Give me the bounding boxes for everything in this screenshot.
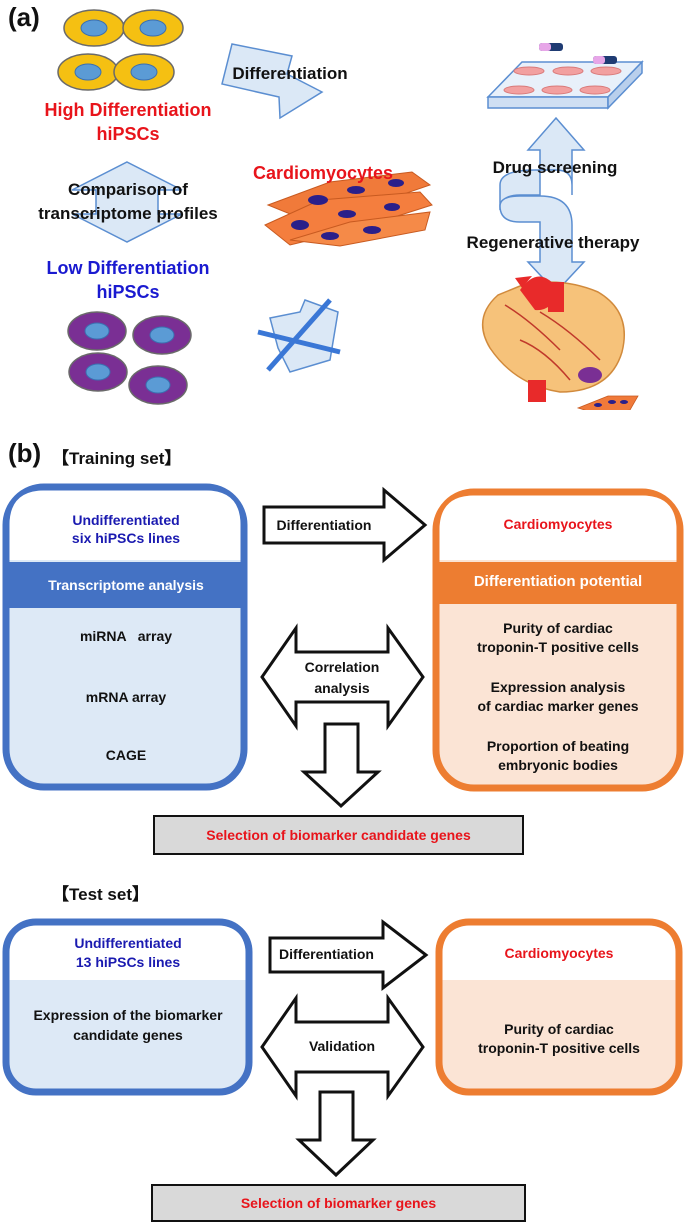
heart-illustration (481, 276, 639, 410)
test-down-arrow (295, 1090, 377, 1178)
training-right-item-2a: Expression analysis (490, 679, 626, 695)
high-diff-title-line2: hiPSCs (96, 124, 160, 144)
training-left-title-line2: six hiPSCs lines (71, 530, 181, 546)
training-right-item-3a: Proportion of beating (486, 738, 630, 754)
training-set-label: 【Training set】 (52, 449, 182, 468)
differentiation-potential-header: Differentiation potential (473, 573, 643, 590)
validation-label: Validation (308, 1038, 376, 1054)
test-left-body-line1: Expression of the biomarker (33, 1007, 223, 1023)
cardiomyocytes-illustration (264, 171, 433, 247)
training-left-item-2: mRNA array (85, 689, 167, 705)
comparison-label-line1: Comparison of (68, 180, 188, 199)
regenerative-therapy-label: Regenerative therapy (466, 233, 640, 252)
cardiomyocytes-label-a: Cardiomyocytes (252, 163, 394, 183)
training-left-item-3: CAGE (105, 747, 147, 763)
test-left-title-line1: Undifferentiated (74, 935, 182, 951)
high-diff-title-line1: High Differentiation (44, 100, 212, 120)
high-diff-cells (57, 9, 184, 91)
differentiation-label-a: Differentiation (232, 64, 348, 83)
transcriptome-header: Transcriptome analysis (48, 577, 204, 593)
test-left-title-line2: 13 hiPSCs lines (75, 954, 181, 970)
branch-arrow (499, 116, 586, 294)
test-selection-box: Selection of biomarker genes (151, 1184, 526, 1222)
training-right-item-3b: embryonic bodies (498, 757, 618, 773)
drug-plate-illustration (486, 43, 644, 110)
test-set-label: 【Test set】 (52, 885, 149, 904)
training-down-arrow (300, 722, 382, 809)
correlation-label-line1: Correlation (304, 659, 380, 675)
training-right-title: Cardiomyocytes (503, 516, 613, 532)
differentiation-arrow (221, 43, 324, 120)
test-right-title: Cardiomyocytes (504, 945, 614, 961)
blocked-arrow (257, 298, 341, 373)
low-diff-cells (67, 311, 192, 405)
low-diff-title-line1: Low Differentiation (46, 258, 210, 278)
drug-screening-label: Drug screening (492, 158, 618, 177)
training-diff-label: Differentiation (276, 517, 372, 533)
test-diff-label: Differentiation (279, 946, 374, 962)
training-left-item-1: miRNA array (79, 628, 173, 644)
training-double-arrow (260, 623, 425, 731)
test-left-body-line2: candidate genes (73, 1027, 183, 1043)
training-left-title-line1: Undifferentiated (72, 512, 180, 528)
panel-a-illustration (57, 9, 644, 410)
comparison-label-line2: transcriptome profiles (38, 204, 218, 223)
training-right-item-2b: of cardiac marker genes (477, 698, 639, 714)
panel-a-label: (a) (8, 2, 40, 32)
test-right-body-line1: Purity of cardiac (504, 1021, 614, 1037)
comparison-double-arrow (71, 161, 183, 243)
training-right-item-1a: Purity of cardiac (503, 620, 613, 636)
low-diff-title-line2: hiPSCs (96, 282, 160, 302)
test-right-body-line2: troponin-T positive cells (478, 1040, 640, 1056)
training-selection-box: Selection of biomarker candidate genes (153, 815, 524, 855)
correlation-label-line2: analysis (314, 680, 370, 696)
panel-b-label: (b) (8, 438, 42, 468)
training-right-item-1b: troponin-T positive cells (477, 639, 639, 655)
